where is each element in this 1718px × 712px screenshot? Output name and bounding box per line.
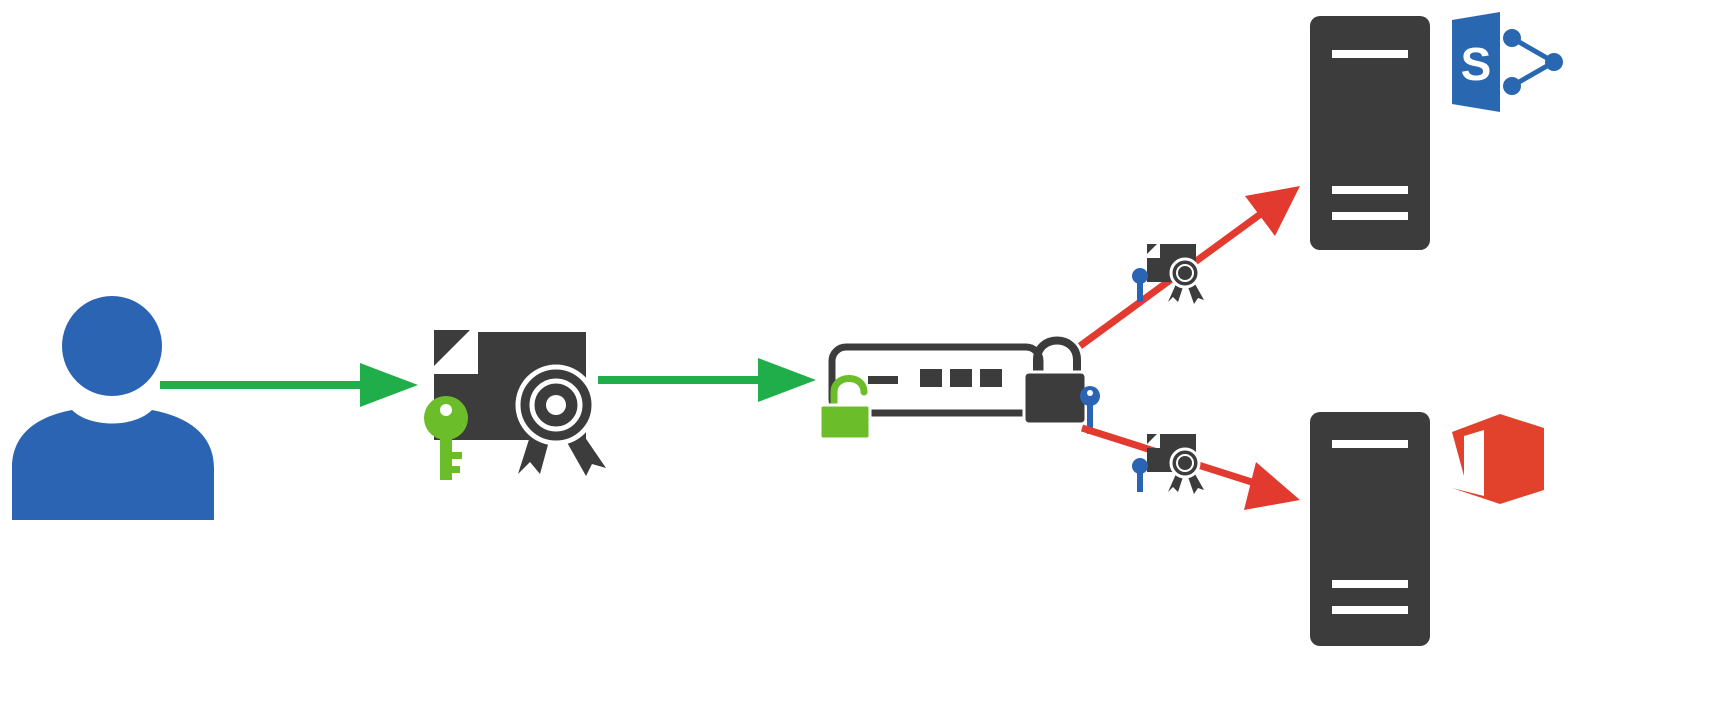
arrow-head [758,358,816,402]
office-logo-inner [1496,426,1530,494]
sharepoint-logo-letter: S [1461,38,1492,90]
server-slot [1332,440,1408,448]
user-icon [12,296,214,520]
small-certificate-icon-upper [1132,244,1204,304]
blue-key-bow [1132,458,1148,474]
certificate-icon [434,330,606,476]
key-bow [424,396,468,440]
unlocked-padlock-icon [818,375,872,441]
office-logo-icon [1452,414,1544,504]
key-shaft [1087,404,1093,434]
arrow-head [1245,186,1300,236]
key-hole [1087,390,1093,396]
green-key-icon [424,396,468,480]
logo-node [1503,77,1521,95]
arrow-head [360,363,418,407]
appliance-port-1 [920,369,942,387]
key-tooth-1 [452,452,462,459]
seal-ring [1176,454,1194,472]
seal-outer [1169,257,1201,289]
appliance-port-2 [950,369,972,387]
server-icon-bottom [1310,412,1430,646]
sharepoint-logo-icon: S [1452,12,1563,112]
seal-ring [1176,264,1194,282]
seal-ring [529,378,583,432]
ribbon-left [1168,284,1184,302]
server-slot [1332,212,1408,220]
padlock-shackle [1033,336,1081,376]
user-body [12,410,214,520]
logo-node [1503,29,1521,47]
arrow-head [1244,462,1300,510]
certificate-fold [434,330,470,366]
certificate-fold [1147,244,1157,254]
ribbon-right [1187,474,1204,494]
server-slot [1332,50,1408,58]
arrow-certificate-to-appliance [598,358,816,402]
server-slot [1332,606,1408,614]
server-slot [1332,580,1408,588]
padlock-shackle-open [830,375,868,416]
arrow-user-to-certificate [160,363,418,407]
blue-key-bow [1132,268,1148,284]
appliance-port-3 [980,369,1002,387]
padlock-body [1022,370,1088,426]
ribbon-left [1168,474,1184,492]
blue-key-shaft [1137,282,1143,302]
server-icon-top [1310,16,1430,250]
blue-key-shaft [1137,472,1143,492]
small-certificate-icon-lower [1132,434,1204,494]
network-appliance-icon [828,343,1044,417]
padlock-body [818,403,872,441]
seal-center [546,395,566,415]
logo-panel [1452,12,1500,112]
logo-node [1545,53,1563,71]
key-shaft [440,432,452,480]
user-head [62,296,162,396]
blue-key-icon [1080,386,1100,434]
key-tooth-2 [452,466,460,473]
appliance-slot [868,376,898,384]
ribbon-right [1187,284,1204,304]
certificate-fold [1147,434,1157,444]
seal-outer [1169,447,1201,479]
server-slot [1332,186,1408,194]
key-hole [440,404,452,416]
